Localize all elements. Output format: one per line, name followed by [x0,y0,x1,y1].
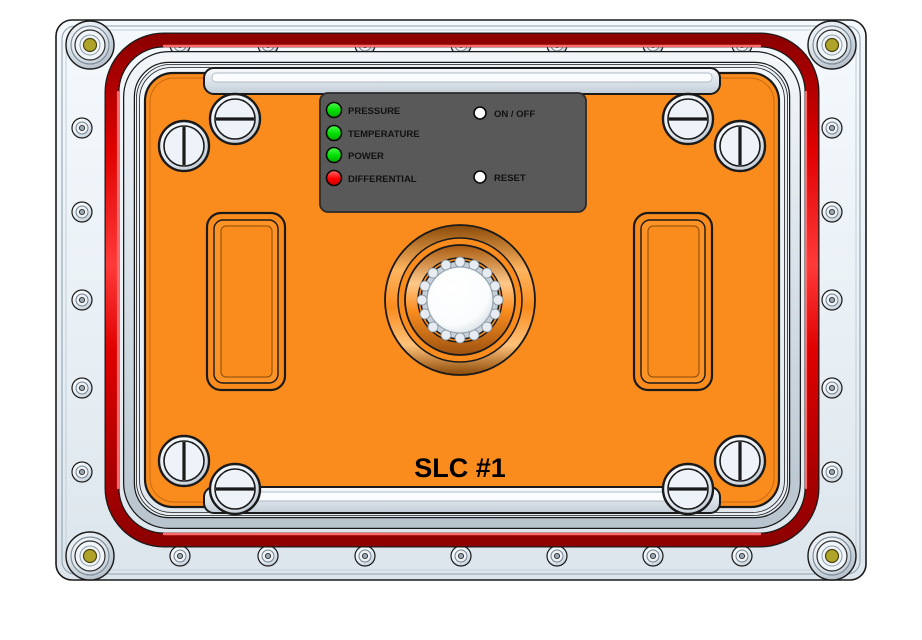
latch-bottom-right-inner[interactable] [661,462,715,516]
button-on-off[interactable]: ON / OFF [473,106,535,120]
center-port[interactable] [384,224,536,376]
gasket-seal [104,32,820,548]
led-icon [325,124,343,142]
indicator-label: TEMPERATURE [348,129,420,140]
indicator-pressure: PRESSURE [325,101,400,119]
corner-boss-bottom-left [65,531,115,581]
top-rail-highlight [211,72,713,83]
button-label: RESET [494,173,526,184]
latch-bottom-left[interactable] [157,434,211,488]
bolt-hole [821,377,843,399]
bolt-hole [450,545,472,567]
bolt-hole [169,545,191,567]
control-panel[interactable]: PRESSURE TEMPERATURE POWER DIFFERENTIAL … [319,92,587,213]
corner-boss-center [82,548,98,564]
perimeter-bolt-holes [71,34,843,567]
bolt-hole [821,289,843,311]
bolt-hole [354,545,376,567]
bolt-hole [71,201,93,223]
latch-top-right-inner[interactable] [661,92,715,146]
bolt-hole [642,545,664,567]
latches[interactable] [157,92,767,516]
led-icon [325,146,343,164]
latch-top-right[interactable] [713,119,767,173]
latch-bottom-right[interactable] [713,434,767,488]
indicator-label: DIFFERENTIAL [348,174,417,185]
led-icon [325,101,343,119]
indicator-differential: DIFFERENTIAL [325,169,417,187]
corner-boss-top-right [807,20,857,70]
latch-top-left-inner[interactable] [208,92,262,146]
inner-lip-body [124,52,800,528]
indicator-temperature: TEMPERATURE [325,124,420,142]
bolt-hole [731,545,753,567]
gasket-body [105,33,819,547]
indicator-label: PRESSURE [348,106,400,117]
corner-boss-center [824,548,840,564]
corner-boss-top-left [65,20,115,70]
pushbutton-icon[interactable] [473,170,487,184]
bolt-hole [257,545,279,567]
bolt-hole [546,545,568,567]
button-reset[interactable]: RESET [473,170,526,184]
recessed-pockets [205,211,714,392]
corner-boss-bottom-right [807,531,857,581]
bolt-hole [71,289,93,311]
bolt-hole [71,461,93,483]
bottom-rail-highlight [211,491,713,502]
corner-boss-center [824,37,840,53]
corner-boss-center [82,37,98,53]
bolt-hole [821,117,843,139]
bolt-hole [71,377,93,399]
bolt-hole [71,117,93,139]
latch-top-left[interactable] [157,119,211,173]
led-icon [325,169,343,187]
frame-inner-edge [61,25,861,575]
inner-lip [123,51,801,529]
bolt-hole [821,461,843,483]
bolt-hole [821,201,843,223]
pushbutton-icon[interactable] [473,106,487,120]
frame-inner-edge-2 [65,29,857,571]
left-recessed-pocket [205,211,287,392]
bottom-rail [203,486,721,514]
button-label: ON / OFF [494,109,535,120]
nameplate-text: SLC #1 [414,453,506,483]
latch-bottom-left-inner[interactable] [208,462,262,516]
knurl-teeth [416,256,504,344]
center-port-knurled-cap[interactable] [416,256,504,344]
corner-bosses [65,20,857,581]
indicator-label: POWER [348,151,384,162]
indicator-power: POWER [325,146,384,164]
right-recessed-pocket [632,211,714,392]
center-port-cap-face[interactable] [426,266,494,334]
control-panel-background [319,92,587,213]
top-rail [203,67,721,95]
